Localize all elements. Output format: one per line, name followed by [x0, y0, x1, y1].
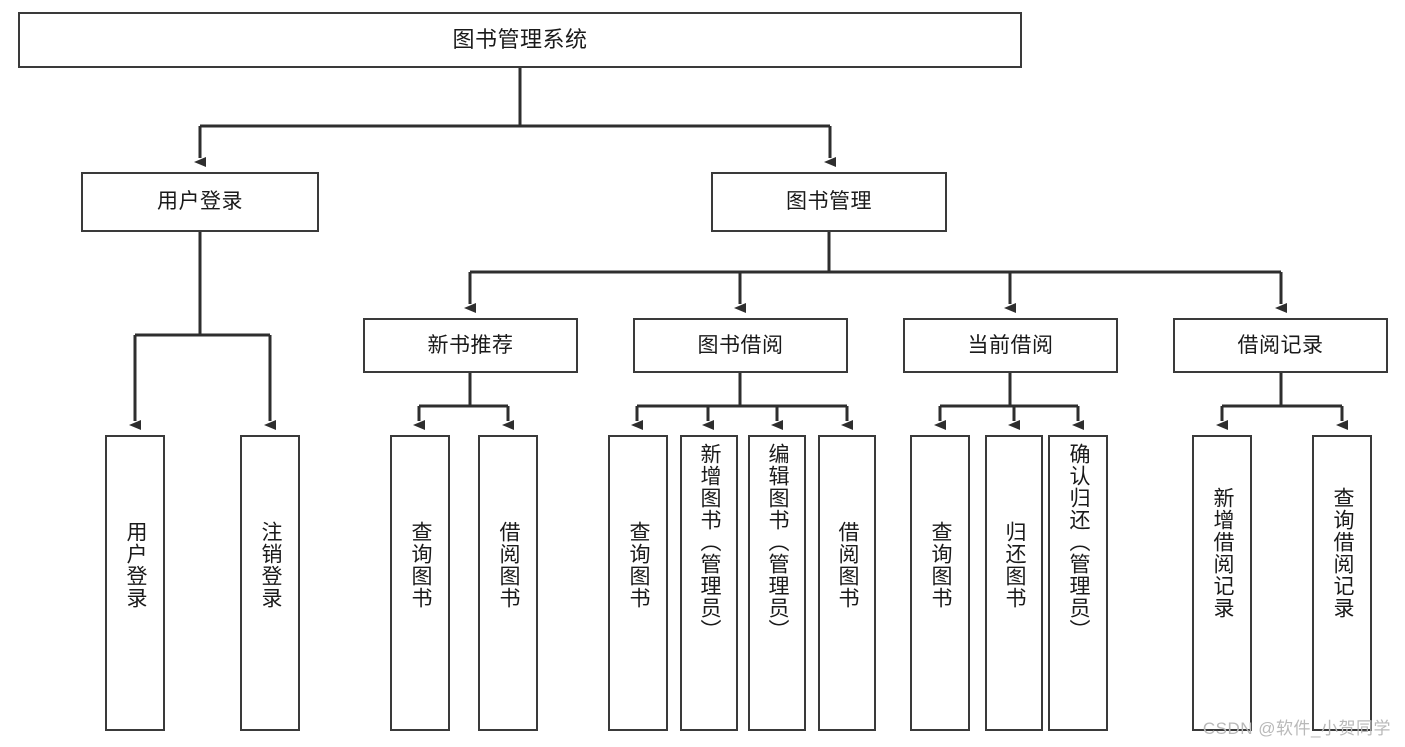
leaf-query-borrow-record[interactable]: 查询借阅记录	[1312, 435, 1372, 731]
leaf-query-book-borrow[interactable]: 查询图书	[608, 435, 668, 731]
leaf-borrow-book[interactable]: 借阅图书	[818, 435, 876, 731]
node-label: 查询图书	[627, 521, 651, 609]
node-label: 图书管理系统	[452, 26, 588, 52]
node-book-management[interactable]: 图书管理	[711, 172, 947, 232]
node-label: 借阅记录	[1237, 333, 1324, 357]
node-label: 查询图书	[409, 521, 433, 609]
node-book-borrow[interactable]: 图书借阅	[633, 318, 848, 373]
node-borrow-record[interactable]: 借阅记录	[1173, 318, 1388, 373]
node-label: 查询借阅记录	[1331, 487, 1355, 619]
leaf-logout[interactable]: 注销登录	[240, 435, 300, 731]
node-label: 新书推荐	[427, 333, 514, 357]
leaf-borrow-book-recommend[interactable]: 借阅图书	[478, 435, 538, 731]
node-label: 新增借阅记录	[1211, 487, 1235, 619]
watermark-text: CSDN @软件_小贺同学	[1202, 719, 1391, 738]
node-label: 查询图书	[929, 521, 953, 609]
leaf-add-borrow-record[interactable]: 新增借阅记录	[1192, 435, 1252, 731]
node-label: 用户登录	[157, 190, 243, 214]
leaf-query-book-recommend[interactable]: 查询图书	[390, 435, 450, 731]
node-user-login[interactable]: 用户登录	[81, 172, 319, 232]
node-label: 注销登录	[259, 521, 283, 609]
node-current-borrow[interactable]: 当前借阅	[903, 318, 1118, 373]
node-label: 归还图书	[1003, 521, 1027, 609]
node-label: 当前借阅	[967, 333, 1054, 357]
node-label: 用户登录	[124, 521, 148, 609]
leaf-edit-book-admin[interactable]: 编辑图书（管理员）	[748, 435, 806, 731]
node-label: 借阅图书	[497, 521, 521, 609]
leaf-user-login[interactable]: 用户登录	[105, 435, 165, 731]
node-label: 借阅图书	[836, 521, 860, 609]
node-label: 图书管理	[786, 190, 872, 214]
node-label: 图书借阅	[697, 333, 784, 357]
node-new-book-recommend[interactable]: 新书推荐	[363, 318, 578, 373]
node-label: 编辑图书（管理员）	[766, 443, 790, 641]
leaf-add-book-admin[interactable]: 新增图书（管理员）	[680, 435, 738, 731]
leaf-return-book[interactable]: 归还图书	[985, 435, 1043, 731]
leaf-query-book-current[interactable]: 查询图书	[910, 435, 970, 731]
node-root-system[interactable]: 图书管理系统	[18, 12, 1022, 68]
node-label: 新增图书（管理员）	[698, 443, 722, 641]
node-label: 确认归还（管理员）	[1067, 443, 1091, 641]
leaf-confirm-return-admin[interactable]: 确认归还（管理员）	[1048, 435, 1108, 731]
